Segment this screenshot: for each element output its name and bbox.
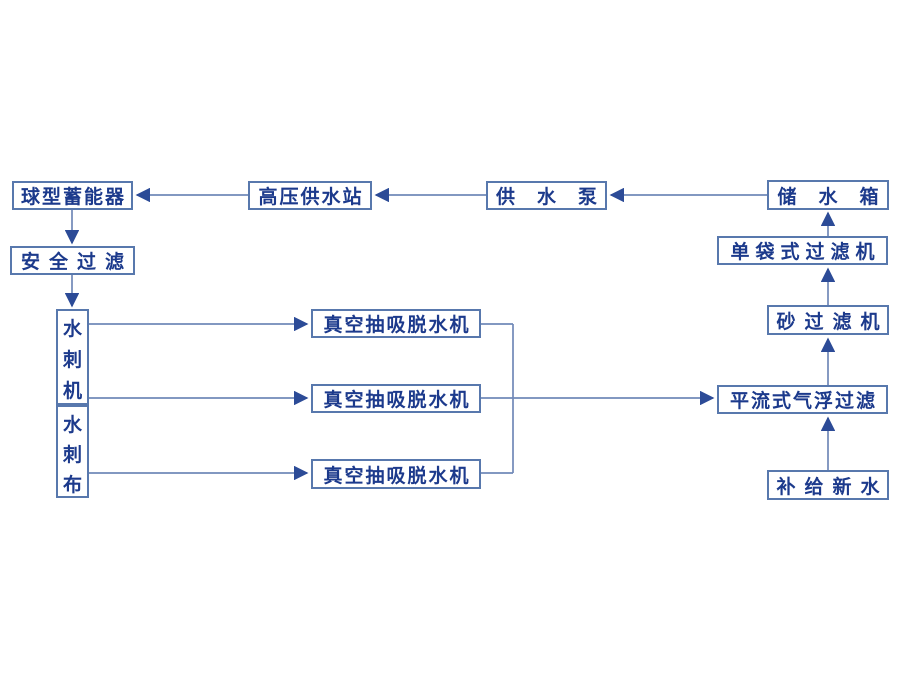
node-vacuum-dewaterer-1: 真空抽吸脱水机: [311, 309, 481, 338]
node-spunlace-fabric-label: 水刺布: [62, 414, 82, 496]
node-high-pressure-station-label: 高压供水站: [258, 186, 364, 208]
node-supply-pump: 供水泵: [486, 181, 607, 210]
node-sand-filter-label: 砂过滤机: [776, 310, 889, 333]
node-storage-tank-label: 储水箱: [777, 185, 900, 208]
node-daf-filter: 平流式气浮过滤: [717, 385, 888, 414]
node-vacuum-dewaterer-2: 真空抽吸脱水机: [311, 384, 481, 413]
node-spunlace-machine-label: 水刺机: [62, 318, 82, 402]
node-sand-filter: 砂过滤机: [767, 305, 889, 335]
node-supply-pump-label: 供水泵: [495, 186, 619, 208]
node-safety-filter: 安全过滤: [10, 246, 135, 275]
node-vacuum-dewaterer-3: 真空抽吸脱水机: [311, 459, 481, 489]
node-accumulator: 球型蓄能器: [12, 181, 133, 210]
node-single-bag-filter-label: 单袋式过滤机: [730, 241, 881, 263]
node-spunlace-machine: 水刺机: [56, 309, 89, 405]
node-vacuum-dewaterer-2-label: 真空抽吸脱水机: [323, 389, 471, 411]
node-vacuum-dewaterer-3-label: 真空抽吸脱水机: [323, 464, 471, 487]
node-vacuum-dewaterer-1-label: 真空抽吸脱水机: [323, 314, 471, 336]
node-makeup-water: 补给新水: [767, 470, 889, 500]
node-makeup-water-label: 补给新水: [776, 475, 889, 498]
node-high-pressure-station: 高压供水站: [248, 181, 372, 210]
node-daf-filter-label: 平流式气浮过滤: [729, 390, 877, 412]
node-single-bag-filter: 单袋式过滤机: [717, 236, 888, 265]
node-accumulator-label: 球型蓄能器: [20, 186, 126, 208]
node-spunlace-fabric: 水刺布: [56, 405, 89, 498]
node-storage-tank: 储水箱: [767, 180, 889, 210]
node-safety-filter-label: 安全过滤: [20, 251, 133, 273]
